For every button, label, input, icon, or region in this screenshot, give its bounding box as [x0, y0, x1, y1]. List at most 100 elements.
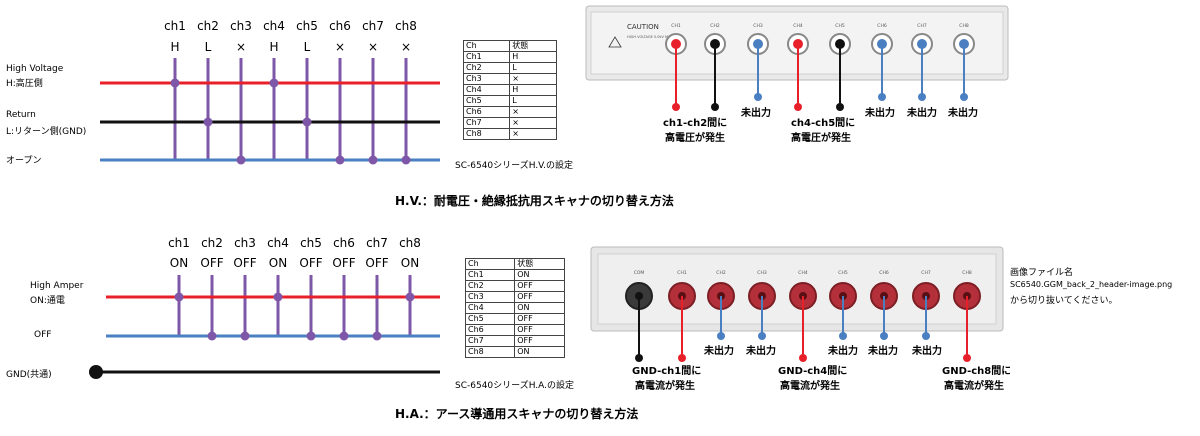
jack-label: CH8: [959, 23, 969, 29]
hv-ch3-label: ch3: [230, 19, 252, 33]
table-cell: Ch1: [462, 51, 511, 63]
table-cell: Ch4: [462, 84, 511, 96]
jack-label: CH4: [798, 270, 808, 276]
ha-ch8-state: ON: [400, 256, 420, 270]
ha-callout-8a: GND-ch8間に: [942, 365, 1010, 377]
ha-unused-7: 未出力: [911, 344, 942, 357]
ha-gnd-label: GND(共通): [6, 370, 52, 380]
ha-ch7-state: OFF: [365, 256, 389, 270]
ha-callout-4b: 高電流が発生: [780, 379, 840, 392]
ha-ch3-state: OFF: [233, 256, 257, 270]
hv-ch7-label: ch7: [362, 19, 384, 33]
ha-ch7-label: ch7: [366, 236, 388, 250]
jack-label: CH6: [879, 270, 889, 276]
hv-unused-7: 未出力: [906, 106, 937, 119]
table-cell: ×: [509, 117, 557, 129]
ha-ch6-label: ch6: [333, 236, 355, 250]
jack-label: CH3: [753, 23, 763, 29]
table-cell: Ch6: [462, 106, 511, 118]
hv-ch2-label: ch2: [197, 19, 219, 33]
ha-ch5-state: OFF: [299, 256, 323, 270]
ha-off-label: OFF: [34, 330, 52, 340]
hv-ch8-state: ×: [400, 40, 412, 54]
table-cell: Ch3: [462, 73, 511, 85]
ha-unused-2: 未出力: [703, 344, 734, 357]
ha-ch2-state: OFF: [200, 256, 224, 270]
ha-ch5-label: ch5: [300, 236, 322, 250]
hv-high-label-2: H:高圧側: [6, 79, 43, 89]
ha-ch6-state: OFF: [332, 256, 356, 270]
hv-ch1-state: H: [170, 40, 180, 54]
hv-ch4-label: ch4: [263, 19, 285, 33]
table-cell: Ch7: [464, 335, 516, 347]
hv-ch5-label: ch5: [296, 19, 318, 33]
table-header-cell: Ch: [462, 40, 511, 52]
table-cell: H: [509, 51, 557, 63]
table-cell: Ch8: [462, 128, 511, 140]
ha-ch4-label: ch4: [267, 236, 289, 250]
hv-callout-2a: ch4-ch5間に: [791, 117, 855, 129]
ha-high-label-1: High Amper: [30, 281, 84, 291]
hv-ch6-label: ch6: [329, 19, 351, 33]
hv-table-caption: SC-6540シリーズH.V.の設定: [455, 161, 574, 171]
ha-wiring: [89, 275, 440, 379]
gnd-node: [89, 365, 103, 379]
hv-unused-8: 未出力: [947, 106, 978, 119]
jack-label: CH2: [710, 23, 720, 29]
hv-panel-photo: CAUTION HIGH VOLTAGE 5.0kV MAX. CH1 CH2 …: [585, 5, 1009, 144]
ha-callout-4a: GND-ch4間に: [778, 365, 847, 377]
ha-ch1-label: ch1: [168, 236, 190, 250]
ha-table-caption: SC-6540シリーズH.A.の設定: [455, 381, 575, 391]
ha-ch2-label: ch2: [201, 236, 223, 250]
jack-label: CH7: [917, 23, 927, 29]
table-cell: L: [509, 95, 557, 107]
jack-label: CH3: [757, 270, 767, 276]
hv-callout-2b: 高電圧が発生: [791, 131, 851, 144]
hv-unused-3: 未出力: [740, 106, 771, 119]
hv-ch3-state: ×: [235, 40, 247, 54]
ha-unused-5: 未出力: [827, 344, 858, 357]
hv-ch2-state: L: [204, 40, 212, 54]
table-cell: Ch3: [464, 291, 516, 303]
table-cell: ON: [514, 302, 565, 314]
table-header-cell: Ch: [464, 258, 516, 270]
hv-unused-6: 未出力: [864, 106, 895, 119]
ha-note-text: から切り抜いてください。: [1010, 296, 1118, 306]
hv-return-label-1: Return: [6, 110, 36, 120]
caution-text: CAUTION: [627, 23, 659, 31]
jack-label: CH1: [671, 23, 681, 29]
hv-return-label-2: L:リターン側(GND): [6, 127, 87, 137]
ha-note-file: SC6540.GGM_back_2_header-image.png: [1010, 280, 1173, 289]
jack-label: CH8: [962, 270, 972, 276]
jack-label: CH7: [921, 270, 931, 276]
ha-ch8-label: ch8: [399, 236, 421, 250]
table-cell: OFF: [514, 335, 565, 347]
jack-label: COM: [634, 270, 645, 276]
table-cell: H: [509, 84, 557, 96]
hv-callout-1b: 高電圧が発生: [665, 131, 725, 144]
hv-callout-1a: ch1-ch2間に: [663, 117, 727, 129]
table-cell: Ch7: [462, 117, 511, 129]
hv-ch6-state: ×: [334, 40, 346, 54]
table-cell: Ch4: [464, 302, 516, 314]
ha-ch3-label: ch3: [234, 236, 256, 250]
ha-unused-3: 未出力: [745, 344, 776, 357]
ha-ch4-state: ON: [268, 256, 288, 270]
ha-unused-6: 未出力: [867, 344, 898, 357]
table-cell: Ch8: [464, 346, 516, 358]
jack-label: CH5: [835, 23, 845, 29]
table-cell: OFF: [514, 324, 565, 336]
table-cell: ×: [509, 73, 557, 85]
hv-open-label: オープン: [6, 156, 42, 166]
jack-label: CH5: [838, 270, 848, 276]
warning-icon: [608, 36, 622, 48]
ha-ch1-state: ON: [169, 256, 189, 270]
hv-high-label-1: High Voltage: [6, 64, 64, 74]
jack-label: CH4: [793, 23, 803, 29]
hv-ch1-label: ch1: [164, 19, 186, 33]
hv-caption: H.V.：耐電圧・絶縁抵抗用スキャナの切り替え方法: [395, 194, 674, 208]
table-cell: Ch6: [464, 324, 516, 336]
table-header-cell: 状態: [514, 258, 565, 270]
